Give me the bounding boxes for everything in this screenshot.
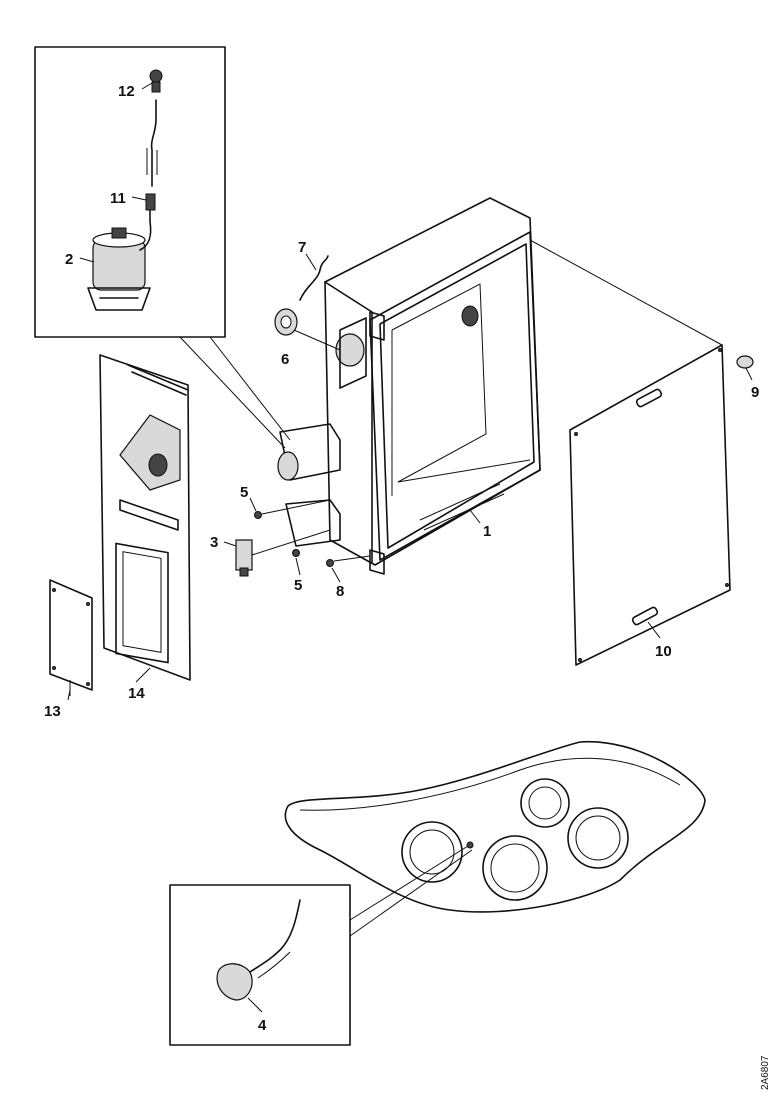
hose-clip-top [149, 69, 163, 93]
bulb-socket [216, 899, 301, 1001]
callout-7: 7 [298, 239, 306, 256]
callout-9: 9 [751, 384, 759, 401]
callout-2: 2 [65, 251, 73, 268]
callout-11: 11 [110, 190, 126, 207]
callout-12: 12 [118, 83, 135, 100]
mounting-bracket-panel [99, 354, 191, 681]
callout-5-upper: 5 [240, 484, 248, 501]
instrument-cluster [284, 741, 706, 913]
washer-hose-upper [146, 99, 158, 187]
connector [235, 529, 331, 577]
screw-lower [292, 549, 300, 557]
grommet [274, 308, 341, 351]
access-cover [49, 579, 93, 696]
callout-6: 6 [281, 351, 289, 368]
callout-labels: 12 11 2 7 6 5 3 5 8 1 9 10 14 13 4 [44, 82, 759, 1034]
callout-10: 10 [655, 643, 672, 660]
wire-harness [299, 255, 329, 301]
hose-connector [145, 193, 156, 211]
callout-5-lower: 5 [294, 577, 302, 594]
callout-1: 1 [483, 523, 491, 540]
callout-3: 3 [210, 534, 218, 551]
fastener-clip [529, 239, 754, 369]
callout-13: 13 [44, 703, 61, 720]
callout-14: 14 [128, 685, 145, 702]
callout-8: 8 [336, 583, 344, 600]
main-housing-box [277, 197, 541, 575]
screw-upper [254, 499, 331, 519]
screw-right [326, 555, 371, 567]
detail-inset-lamp [169, 845, 473, 1046]
washer-pump [87, 199, 152, 311]
rear-cover-panel [569, 344, 731, 666]
document-number: 2A6807 [760, 1055, 771, 1090]
detail-inset-washer-pump [34, 46, 291, 449]
callout-4: 4 [258, 1017, 267, 1034]
